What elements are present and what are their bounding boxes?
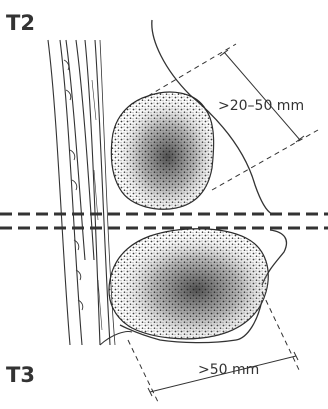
t3-stage-label: T3 bbox=[6, 363, 35, 387]
tumor-t3 bbox=[109, 229, 268, 339]
tumor-t2 bbox=[111, 92, 213, 209]
t2-size-label: >20–50 mm bbox=[218, 98, 304, 114]
section-divider bbox=[0, 214, 328, 228]
t3-size-label: >50 mm bbox=[198, 362, 259, 378]
vessel-bundle bbox=[48, 40, 115, 345]
t2-stage-label: T2 bbox=[6, 11, 35, 35]
